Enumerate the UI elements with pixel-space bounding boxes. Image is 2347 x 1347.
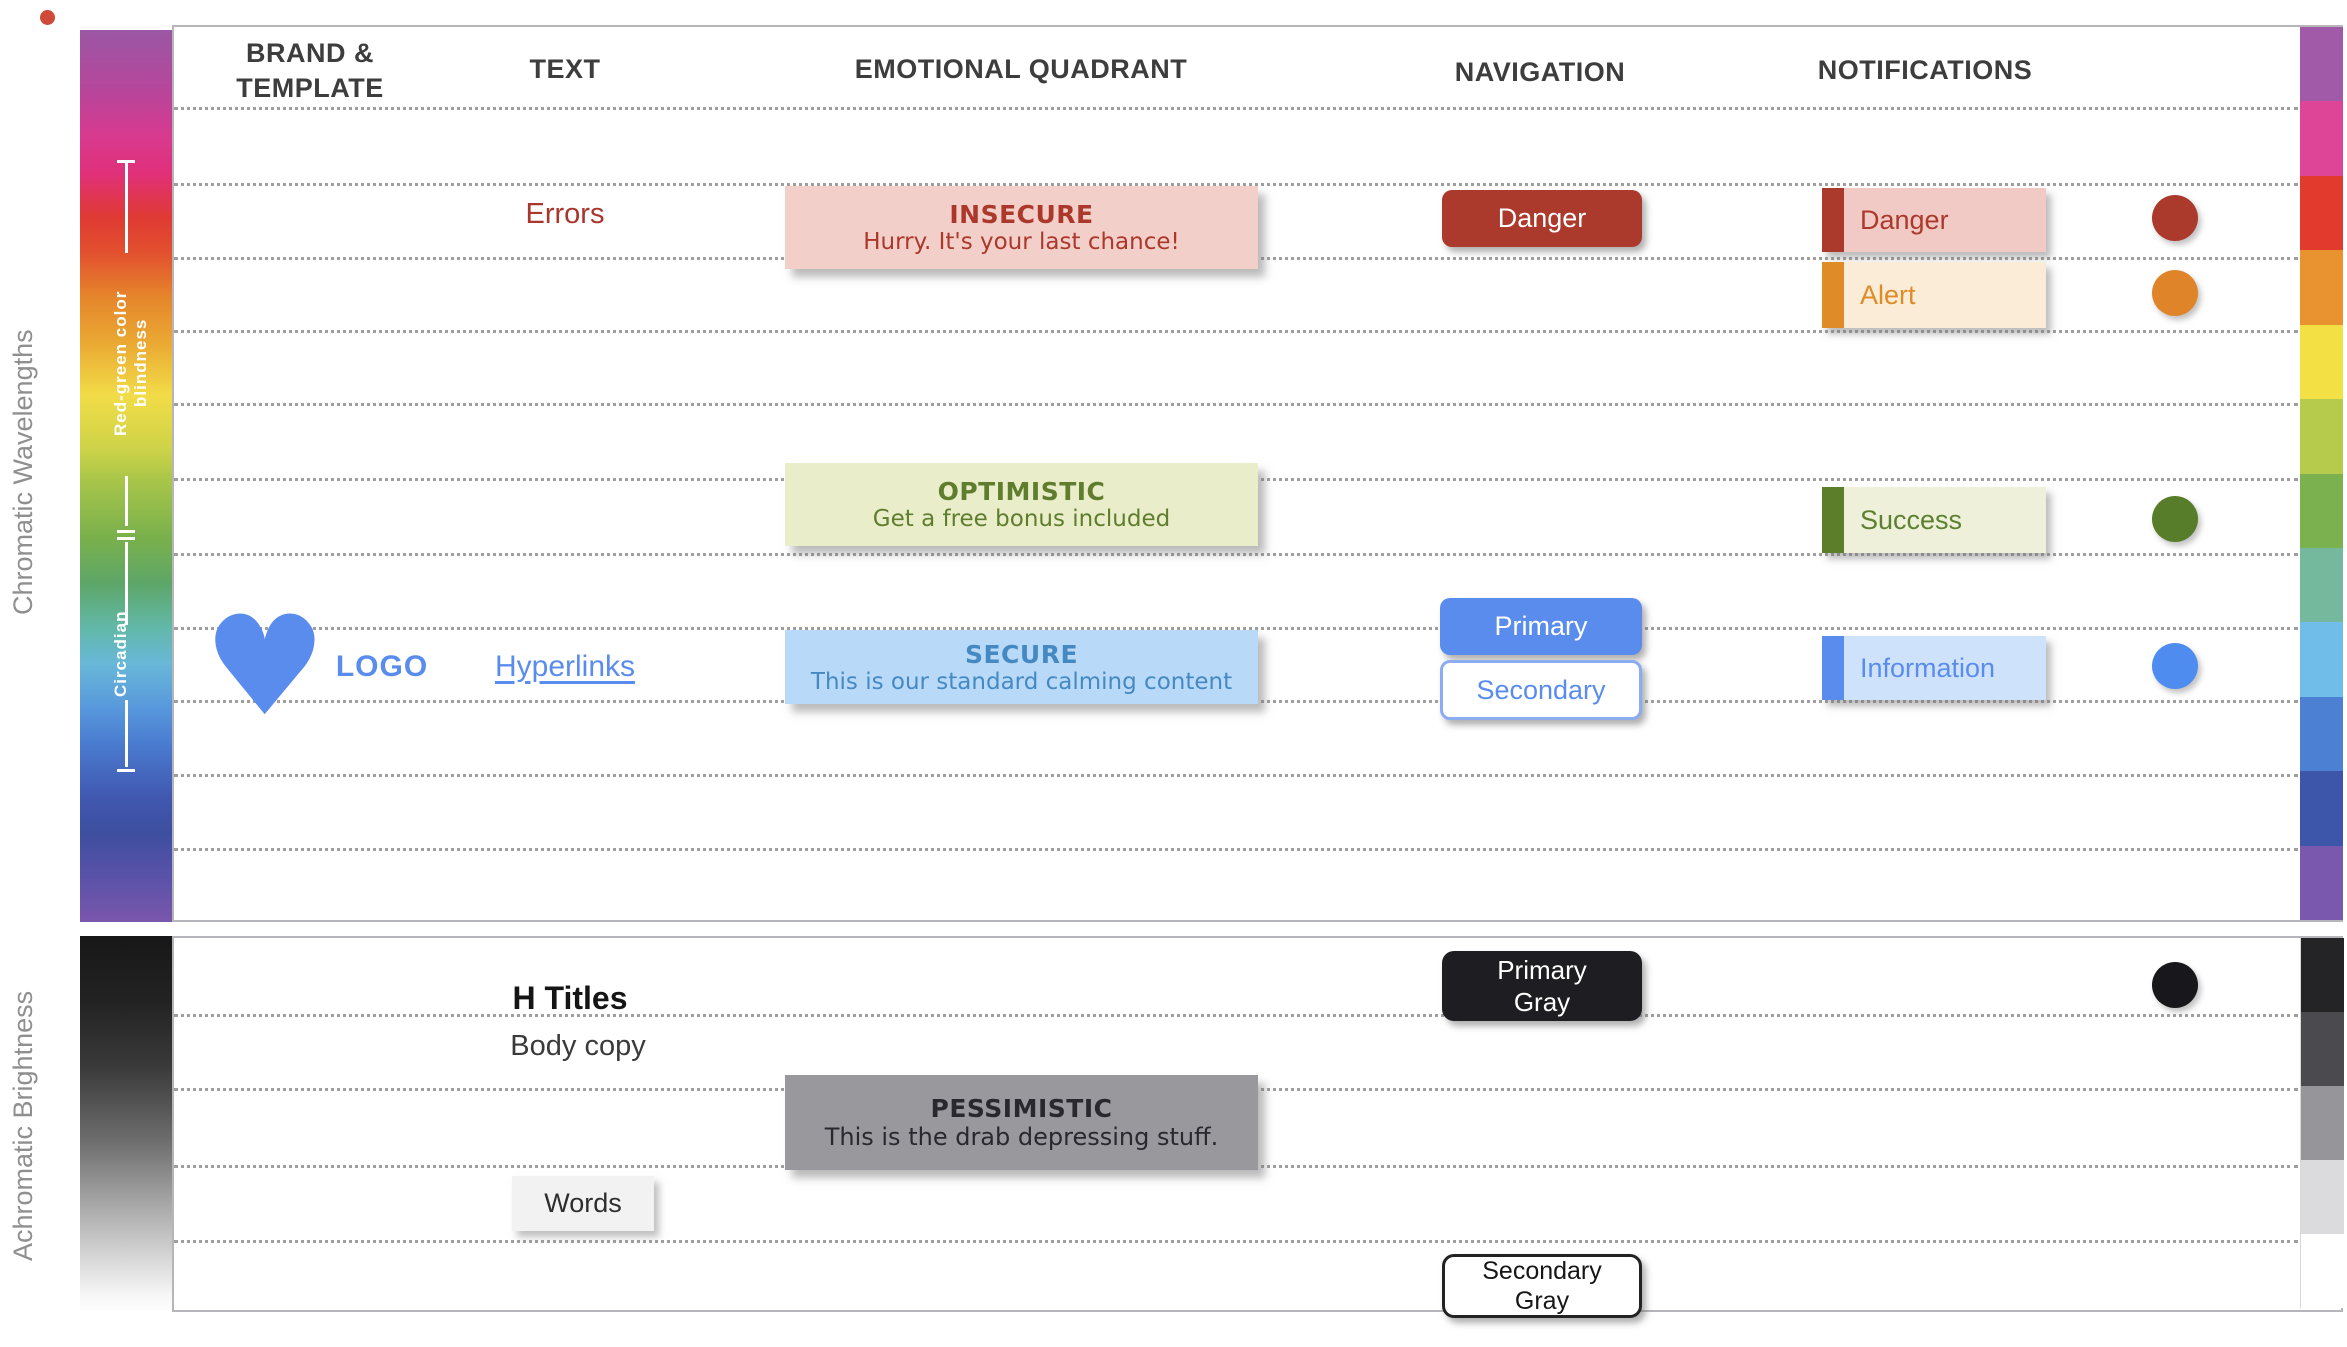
row-divider — [174, 107, 2298, 110]
strip-segment — [2301, 1012, 2344, 1086]
strip-segment — [2300, 473, 2343, 548]
errors-text: Errors — [525, 198, 605, 230]
circadian-range-label: Circadian — [111, 610, 130, 697]
optimistic-quadrant-box: OPTIMISTIC Get a free bonus included — [785, 463, 1258, 546]
range-tick — [117, 530, 135, 533]
spectrum-annotations: Red-green color blindness Circadian — [80, 30, 172, 922]
quadrant-subtitle: Hurry. It's your last chance! — [863, 229, 1180, 255]
quadrant-title: SECURE — [964, 639, 1079, 669]
words-label: Words — [544, 1188, 622, 1218]
row-divider — [174, 403, 2298, 406]
strip-segment — [2301, 1234, 2344, 1308]
strip-segment — [2300, 696, 2343, 772]
column-header-text: TEXT — [529, 54, 601, 84]
strip-segment — [2300, 547, 2343, 623]
primary-gray-status-dot — [2152, 962, 2198, 1008]
primary-gray-button[interactable]: Primary Gray — [1442, 951, 1642, 1021]
notification-label: Information — [1844, 636, 2046, 700]
chromatic-axis-label: Chromatic Wavelengths — [8, 329, 38, 615]
success-status-dot — [2152, 496, 2198, 542]
notification-label: Success — [1844, 487, 2046, 553]
notification-color-bar — [1822, 487, 1844, 553]
information-notification: Information — [1822, 636, 2046, 700]
quadrant-title: OPTIMISTIC — [937, 477, 1106, 506]
strip-segment — [2301, 1160, 2344, 1234]
strip-segment — [2300, 771, 2343, 846]
row-divider — [174, 627, 2298, 630]
row-divider — [174, 774, 2298, 777]
range-line — [125, 163, 128, 253]
row-divider — [174, 553, 2298, 556]
hyperlinks-link[interactable]: Hyperlinks — [494, 650, 636, 683]
achromatic-row-color-strip — [2300, 938, 2344, 1308]
strip-segment — [2301, 938, 2344, 1012]
quadrant-subtitle: This is our standard calming content — [810, 668, 1233, 695]
notification-label: Alert — [1844, 262, 2046, 328]
quadrant-title: INSECURE — [949, 200, 1094, 229]
notification-color-bar — [1822, 262, 1844, 328]
achromatic-gradient-bar — [80, 936, 172, 1310]
range-cap-top — [117, 160, 135, 163]
strip-segment — [2300, 101, 2343, 176]
pessimistic-quadrant-box: PESSIMISTIC This is the drab depressing … — [785, 1075, 1258, 1170]
insecure-quadrant-box: INSECURE Hurry. It's your last chance! — [785, 186, 1258, 269]
words-box: Words — [512, 1176, 654, 1231]
column-header-brand: BRAND & TEMPLATE — [236, 38, 384, 104]
secure-quadrant-box: SECURE This is our standard calming cont… — [785, 630, 1258, 704]
strip-segment — [2300, 324, 2343, 400]
strip-segment — [2301, 1086, 2344, 1160]
quadrant-subtitle: Get a free bonus included — [872, 506, 1171, 532]
secondary-button[interactable]: Secondary — [1440, 660, 1642, 720]
danger-notification: Danger — [1822, 188, 2046, 252]
alert-notification: Alert — [1822, 262, 2046, 328]
strip-segment — [2300, 175, 2343, 251]
body-copy-text: Body copy — [510, 1030, 646, 1062]
row-divider — [174, 848, 2298, 851]
success-notification: Success — [1822, 487, 2046, 553]
range-cap-bottom — [117, 769, 135, 772]
quadrant-subtitle: This is the drab depressing stuff. — [824, 1123, 1219, 1151]
primary-button[interactable]: Primary — [1440, 598, 1642, 655]
information-status-dot — [2152, 643, 2198, 689]
notification-label: Danger — [1844, 188, 2046, 252]
alert-status-dot — [2152, 270, 2198, 316]
row-divider — [174, 330, 2298, 333]
column-header-notifications: NOTIFICATIONS — [1817, 55, 2033, 85]
danger-button[interactable]: Danger — [1442, 190, 1642, 247]
record-dot — [40, 10, 55, 25]
logo-text: LOGO — [335, 650, 429, 683]
range-line — [125, 542, 128, 625]
achromatic-axis-label: Achromatic Brightness — [8, 990, 38, 1262]
quadrant-title: PESSIMISTIC — [930, 1094, 1113, 1123]
row-divider — [174, 183, 2298, 186]
range-tick — [117, 537, 135, 540]
blindness-range-label: Red-green color blindness — [111, 290, 150, 436]
heart-logo-icon: ♥ — [203, 586, 327, 747]
notification-color-bar — [1822, 636, 1844, 700]
row-divider — [174, 1014, 2298, 1017]
range-line — [125, 476, 128, 526]
strip-segment — [2300, 250, 2343, 325]
danger-status-dot — [2152, 195, 2198, 241]
range-line — [125, 700, 128, 767]
column-header-navigation: NAVIGATION — [1454, 57, 1626, 87]
strip-segment — [2300, 845, 2343, 921]
column-header-emotional-quadrant: EMOTIONAL QUADRANT — [854, 54, 1188, 84]
notification-color-bar — [1822, 188, 1844, 252]
chromatic-row-color-strip — [2300, 27, 2343, 921]
h-titles-text: H Titles — [512, 980, 628, 1016]
strip-segment — [2300, 622, 2343, 697]
row-divider — [174, 1240, 2298, 1243]
strip-segment — [2300, 399, 2343, 474]
secondary-gray-button[interactable]: Secondary Gray — [1442, 1254, 1642, 1318]
strip-segment — [2300, 27, 2343, 102]
